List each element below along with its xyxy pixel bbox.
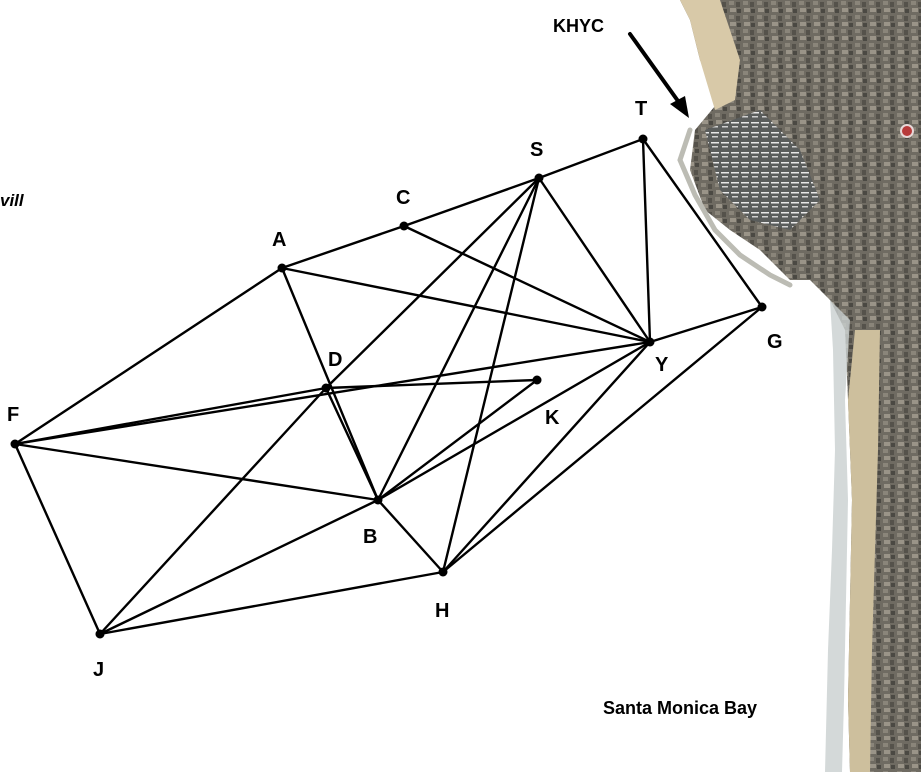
mark-j-label: J xyxy=(93,659,104,681)
mark-d-label: D xyxy=(328,349,342,371)
mark-g-label: G xyxy=(767,331,783,353)
leg-d-j xyxy=(98,386,328,636)
beach-sand xyxy=(680,0,740,110)
mark-y-dot xyxy=(645,337,655,347)
mark-j-dot xyxy=(95,629,105,639)
leg-a-c xyxy=(280,224,406,270)
mark-y-label: Y xyxy=(655,354,669,376)
leg-b-j xyxy=(98,498,380,636)
mark-b-label: B xyxy=(363,526,377,548)
mark-k-label: K xyxy=(545,407,560,429)
leg-y-h xyxy=(441,340,652,574)
leg-a-y xyxy=(280,266,652,344)
marina xyxy=(705,110,820,230)
mark-b-dot xyxy=(373,495,383,505)
shore-surf xyxy=(825,300,850,772)
leg-s-t xyxy=(537,137,645,180)
leg-f-b xyxy=(13,442,380,502)
mark-h-dot xyxy=(438,567,448,577)
mark-s-label: S xyxy=(530,139,543,161)
mark-c-label: C xyxy=(396,187,410,209)
mark-c-dot xyxy=(399,221,409,231)
course-marks xyxy=(10,134,767,639)
leg-h-j xyxy=(98,570,445,636)
leg-s-b xyxy=(376,176,541,502)
mark-t-dot xyxy=(638,134,648,144)
breakwater xyxy=(677,127,793,288)
leg-d-b xyxy=(324,386,380,502)
mark-k-dot xyxy=(532,375,542,385)
cut-off-text: vill xyxy=(0,191,25,210)
leg-s-d xyxy=(324,176,541,390)
coastline-background xyxy=(677,0,921,772)
leg-c-s xyxy=(402,176,541,228)
course-mark-labels: T S C A D F K Y G B H J xyxy=(7,98,783,681)
leg-f-a xyxy=(13,266,284,446)
harbor-label: KHYC xyxy=(553,16,604,36)
leg-y-b xyxy=(376,340,652,502)
city-land xyxy=(680,0,921,772)
leg-s-y xyxy=(537,176,652,344)
landmark-marker xyxy=(900,124,914,138)
harbor-arrow xyxy=(628,32,689,118)
mark-g-dot xyxy=(757,302,767,312)
leg-c-y xyxy=(402,224,652,344)
mark-h-label: H xyxy=(435,600,449,622)
leg-d-k xyxy=(324,378,539,390)
leg-b-h xyxy=(376,498,445,574)
leg-t-g xyxy=(641,137,764,309)
leg-s-h xyxy=(441,176,541,574)
mark-d-dot xyxy=(321,383,331,393)
mark-s-dot xyxy=(534,173,544,183)
mark-f-label: F xyxy=(7,404,19,426)
bay-label: Santa Monica Bay xyxy=(603,698,757,718)
leg-g-h xyxy=(441,305,764,574)
leg-f-j xyxy=(13,442,102,636)
leg-y-g xyxy=(648,305,764,344)
mark-f-dot xyxy=(10,439,20,449)
leg-k-b xyxy=(376,378,539,502)
leg-t-y xyxy=(641,137,652,344)
mark-a-label: A xyxy=(272,229,286,251)
mark-a-dot xyxy=(277,263,287,273)
south-beach-sand xyxy=(848,330,880,772)
course-legs xyxy=(13,137,764,636)
mark-t-label: T xyxy=(635,98,647,120)
